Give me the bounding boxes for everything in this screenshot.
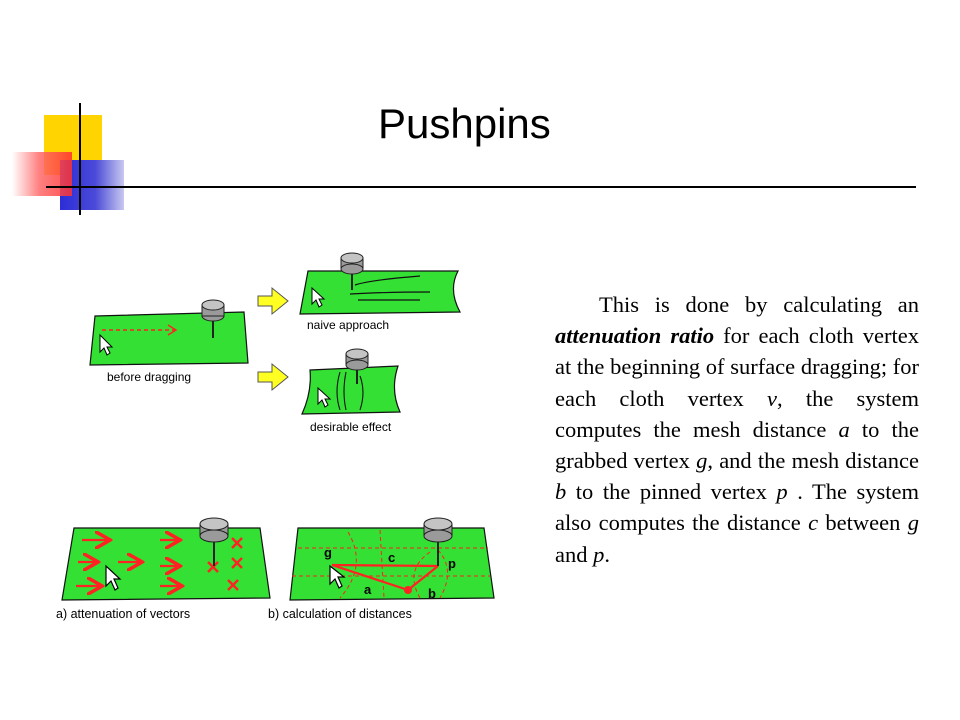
body-text-run: . (604, 541, 610, 567)
deco-horizontal-line (46, 186, 916, 188)
label-b: b (428, 586, 436, 601)
label-c: c (388, 550, 395, 565)
body-text-run: a (838, 416, 850, 442)
pushpin-icon (199, 517, 229, 566)
label-naive-approach: naive approach (307, 318, 389, 332)
attenuation-of-vectors-diagram: a) attenuation of vectors (56, 517, 271, 621)
body-text-run: v (767, 385, 777, 411)
pushpin-icon (340, 252, 364, 290)
label-before-dragging: before dragging (107, 370, 191, 384)
label-desirable-effect: desirable effect (310, 420, 392, 434)
cursor-icon (99, 333, 114, 356)
deco-red-square (12, 152, 72, 196)
cursor-icon (105, 564, 122, 591)
body-text-run: and (555, 541, 594, 567)
before-dragging-diagram: before dragging (89, 299, 249, 384)
body-text-run: g (907, 510, 919, 536)
body-text-run: p (776, 479, 788, 505)
body-text-run: . The system also computes the distance (555, 479, 920, 536)
naive-approach-diagram: naive approach (299, 252, 462, 332)
body-text-run: to the grabbed vertex (555, 416, 919, 474)
label-g: g (324, 545, 332, 560)
desirable-effect-diagram: desirable effect (301, 348, 401, 434)
body-text-run: to the pinned vertex (566, 479, 777, 505)
x-marks (207, 537, 243, 591)
body-text-run: , the system computes the mesh distance (555, 385, 919, 442)
label-calculation-of-distances: b) calculation of distances (268, 607, 412, 621)
body-text-run: between (818, 510, 908, 536)
body-text-run: p (593, 541, 605, 567)
body-text-run: , and the mesh distance (707, 448, 920, 474)
yellow-arrow-icon (257, 286, 289, 316)
body-text-run: for each cloth vertex at the beginning o… (555, 323, 919, 411)
cursor-icon (329, 564, 346, 589)
yellow-arrow-icon (257, 362, 289, 392)
body-text-run: attenuation ratio (555, 323, 715, 349)
label-a: a (364, 582, 372, 597)
calculation-of-distances-diagram: g c p a b b) calculation of distances (268, 517, 495, 621)
deco-vertical-line (79, 103, 81, 215)
slide-body-text: This is done by calculating an attenuati… (555, 289, 919, 570)
body-text-run: This is done by calculating an (599, 292, 919, 317)
label-p: p (448, 556, 456, 571)
slide-title: Pushpins (378, 100, 551, 147)
pushpin-icon (201, 299, 225, 338)
cursor-icon (311, 286, 326, 308)
pushpin-icon (423, 517, 453, 566)
pushpin-icon (345, 348, 369, 384)
body-text-run: g (696, 448, 708, 474)
label-attenuation-of-vectors: a) attenuation of vectors (56, 607, 190, 621)
cursor-icon (317, 386, 332, 408)
body-text-run: c (808, 510, 819, 536)
body-text-run: b (555, 479, 567, 505)
